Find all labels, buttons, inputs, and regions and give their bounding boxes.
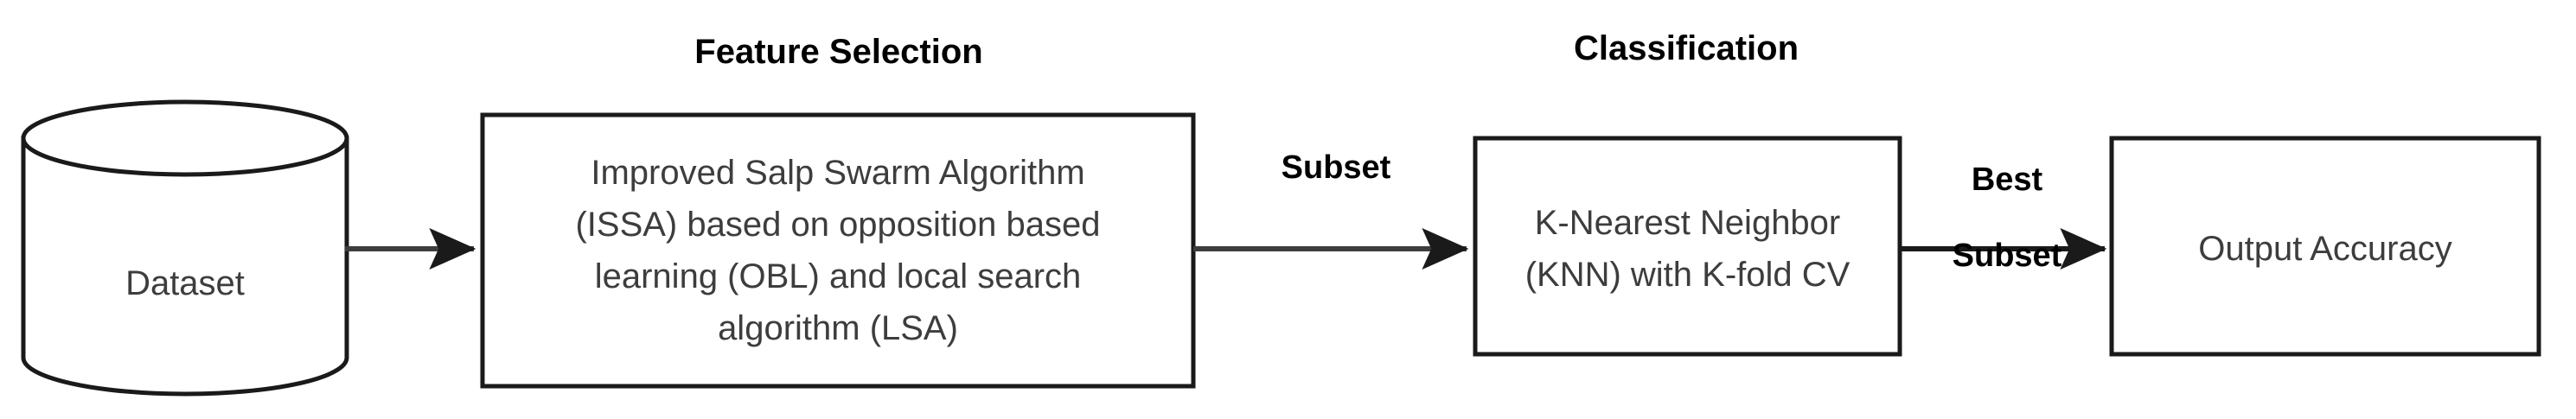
node-label-feature-selection-line-4: algorithm (LSA) xyxy=(718,309,958,347)
node-label-feature-selection-line-3: learning (OBL) and local search xyxy=(594,257,1082,295)
node-label-classification-line-2: (KNN) with K-fold CV xyxy=(1525,256,1851,294)
node-label-feature-selection: Improved Salp Swarm Algorithm (ISSA) bas… xyxy=(489,140,1186,361)
stage-title-feature-selection: Feature Selection xyxy=(694,33,983,71)
node-feature-selection-shape[interactable] xyxy=(480,112,1196,389)
node-label-classification: K-Nearest Neighbor (KNN) with K-fold CV xyxy=(1480,197,1895,301)
node-label-feature-selection-line-2: (ISSA) based on opposition based xyxy=(575,206,1101,244)
node-label-classification-line-1: K-Nearest Neighbor xyxy=(1534,204,1841,242)
edge-label-best-subset-line-2: Subset xyxy=(1952,238,2062,274)
node-label-dataset: Dataset xyxy=(125,264,245,302)
node-label-feature-selection-line-1: Improved Salp Swarm Algorithm xyxy=(591,154,1085,192)
edge-label-best-subset: Best Subset xyxy=(1908,123,2106,313)
stage-title-classification: Classification xyxy=(1573,29,1799,67)
node-label-output: Output Accuracy xyxy=(2198,230,2452,268)
edge-label-best-subset-line-1: Best xyxy=(1971,162,2043,198)
edge-label-subset: Subset xyxy=(1281,149,1391,186)
node-dataset-shape[interactable] xyxy=(21,99,349,397)
node-output-shape[interactable] xyxy=(2109,136,2541,357)
node-classification-shape[interactable] xyxy=(1473,136,1902,357)
